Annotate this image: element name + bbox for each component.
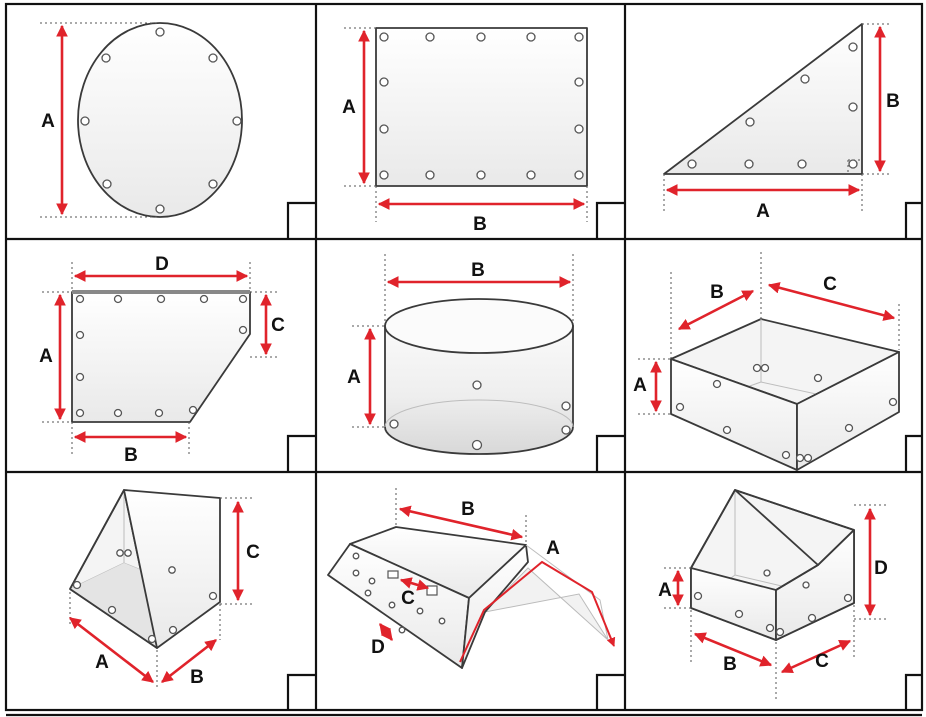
- rectangle-grommets: [379, 32, 584, 180]
- house-label-c: C: [815, 651, 829, 672]
- cut-corner-label-b: B: [124, 445, 138, 466]
- cut-corner-tarp-diagram: D A C B: [39, 254, 285, 466]
- cover-label-b: B: [461, 499, 475, 520]
- wedge-label-b: B: [190, 667, 204, 688]
- cover-label-c: C: [401, 588, 415, 609]
- house-tarp-diagram: A D B C: [658, 489, 888, 700]
- wedge-label-c: C: [246, 542, 260, 563]
- box-tarp-diagram: B C A: [633, 252, 900, 471]
- cover-dimension-b: [398, 505, 524, 541]
- cylinder-grommets: [389, 380, 571, 451]
- rectangle-tarp-diagram: A B: [342, 27, 588, 235]
- circle-grommets: [80, 27, 242, 214]
- cover-dimension-c: [399, 577, 430, 591]
- grid: [4, 2, 924, 717]
- house-dimension-c: [780, 639, 852, 674]
- circle-tarp-diagram: A: [40, 22, 243, 218]
- cylinder-label-a: A: [347, 367, 361, 388]
- cut-corner-label-c: C: [271, 315, 285, 336]
- triangle-tarp-diagram: B A: [663, 23, 900, 222]
- cell-notches: [286, 201, 922, 710]
- house-label-a: A: [658, 580, 672, 601]
- box-dimension-c: [767, 282, 896, 321]
- house-grommets: [693, 569, 853, 637]
- cylinder-tarp-diagram: B A: [347, 254, 574, 455]
- box-label-a: A: [633, 375, 647, 396]
- circle-label-a: A: [41, 111, 55, 132]
- cover-dimension-d: [378, 623, 394, 641]
- triangle-label-b: B: [886, 91, 900, 112]
- triangle-grommets: [687, 42, 858, 169]
- cut-corner-grommets: [75, 294, 248, 418]
- cover-path-a: [459, 560, 616, 663]
- rectangle-label-b: B: [473, 214, 487, 235]
- cover-label-d: D: [371, 637, 385, 658]
- cylinder-label-b: B: [471, 260, 485, 281]
- house-label-b: B: [723, 654, 737, 675]
- cover-label-a: A: [546, 538, 560, 559]
- wedge-dimension-a: [69, 616, 154, 684]
- cut-corner-label-d: D: [155, 254, 169, 275]
- cover-grommets: [352, 552, 446, 634]
- cut-corner-label-a: A: [39, 346, 53, 367]
- box-grommets: [675, 363, 898, 463]
- wedge-tarp-diagram: C A B: [69, 489, 260, 690]
- house-label-d: D: [874, 558, 888, 579]
- house-dimension-b: [693, 632, 773, 667]
- equipment-cover-diagram: B A C D: [327, 488, 616, 669]
- triangle-label-a: A: [756, 201, 770, 222]
- box-label-c: C: [823, 274, 837, 295]
- box-dimension-b: [677, 289, 755, 331]
- wedge-dimension-b: [161, 638, 217, 684]
- wedge-label-a: A: [95, 652, 109, 673]
- rectangle-label-a: A: [342, 97, 356, 118]
- box-label-b: B: [710, 282, 724, 303]
